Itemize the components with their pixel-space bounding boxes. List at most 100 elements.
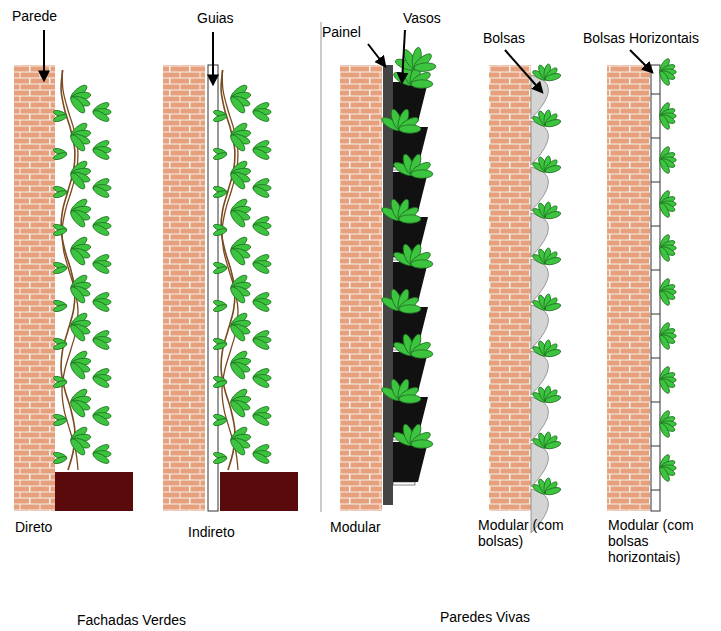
climbing-plant (213, 70, 272, 470)
leaf (252, 299, 271, 314)
leaf (92, 147, 111, 162)
leaf (213, 303, 228, 313)
leaf (68, 399, 87, 419)
leaf (68, 437, 87, 457)
part-label: Modular (330, 519, 381, 535)
leaf (658, 466, 671, 483)
part-label: Bolsas (483, 30, 525, 46)
leaf (92, 261, 111, 276)
guide (208, 65, 218, 511)
part-label: Modular (com bolsas) (478, 517, 570, 549)
leaf (658, 378, 671, 395)
climbing-plant (53, 70, 112, 470)
leaf (397, 115, 420, 133)
leaf (658, 158, 671, 175)
leaf (68, 247, 87, 267)
brick-wall (489, 65, 531, 511)
leaf (409, 340, 432, 358)
leaf (228, 285, 247, 305)
leaf (213, 379, 228, 389)
leaf (213, 417, 228, 427)
leaf (658, 70, 671, 87)
leaf (544, 164, 561, 174)
leaf (228, 437, 247, 457)
leaf (213, 265, 228, 275)
leaf (252, 261, 271, 276)
leaf (228, 209, 247, 229)
leaf (252, 451, 271, 466)
leaf (53, 417, 68, 427)
leaf (68, 133, 87, 153)
leaf (544, 486, 561, 496)
leaf (53, 189, 68, 199)
leaf (397, 295, 420, 313)
leaf (213, 151, 228, 161)
leaf (409, 70, 432, 88)
leaf (411, 260, 433, 268)
leaf (544, 440, 561, 450)
leaf (399, 395, 421, 403)
leader-line (368, 44, 385, 66)
leaf (228, 171, 247, 191)
leaf (213, 189, 228, 199)
leaf (658, 114, 671, 131)
leaf (252, 337, 271, 352)
leaf (213, 113, 228, 123)
horizontal-bags (651, 57, 676, 490)
planter (55, 472, 133, 511)
leaf (252, 223, 271, 238)
leaf (252, 147, 271, 162)
part-label: Indireto (188, 524, 235, 540)
divider (321, 22, 322, 512)
leaf (92, 413, 111, 428)
part-label: Direto (15, 519, 52, 535)
brick-wall (607, 65, 650, 511)
leaf (544, 256, 561, 266)
leaf (228, 399, 247, 419)
part-label: Bolsas Horizontais (583, 30, 699, 46)
leaf (68, 209, 87, 229)
leaf (411, 170, 433, 178)
horizontal-bag-strip (651, 65, 660, 511)
leaf (68, 361, 87, 381)
leaf (414, 62, 437, 72)
leaf (228, 323, 247, 343)
leaf (399, 215, 421, 223)
leaf (399, 125, 421, 133)
leaf (92, 375, 111, 390)
leaf (658, 290, 671, 307)
leaf (53, 455, 68, 465)
panel (383, 65, 393, 505)
leaf (252, 185, 271, 200)
leaf (92, 337, 111, 352)
leaf (544, 118, 561, 128)
leaf (397, 205, 420, 223)
brick-wall (163, 65, 205, 511)
brick-wall (14, 65, 55, 511)
part-label: Parede (12, 8, 57, 24)
leaf (92, 223, 111, 238)
part-label: Paredes Vivas (440, 609, 530, 625)
leaf (228, 361, 247, 381)
brick-wall (340, 65, 382, 511)
bags (531, 64, 561, 533)
leaf (213, 455, 228, 465)
leaf (53, 341, 68, 351)
leader-line (630, 50, 652, 72)
leader-line (402, 30, 405, 82)
leaf (544, 210, 561, 220)
leaf (411, 350, 433, 358)
leaf (409, 160, 432, 178)
leaf (92, 185, 111, 200)
leaf (53, 265, 68, 275)
leaf (53, 151, 68, 161)
leaf (544, 394, 561, 404)
leaf (411, 440, 433, 448)
leaf (252, 109, 271, 124)
leaf (252, 375, 271, 390)
leaf (409, 250, 432, 268)
leaf (213, 341, 228, 351)
part-label: Fachadas Verdes (77, 612, 186, 628)
leaf (544, 348, 561, 358)
leaf (53, 113, 68, 123)
